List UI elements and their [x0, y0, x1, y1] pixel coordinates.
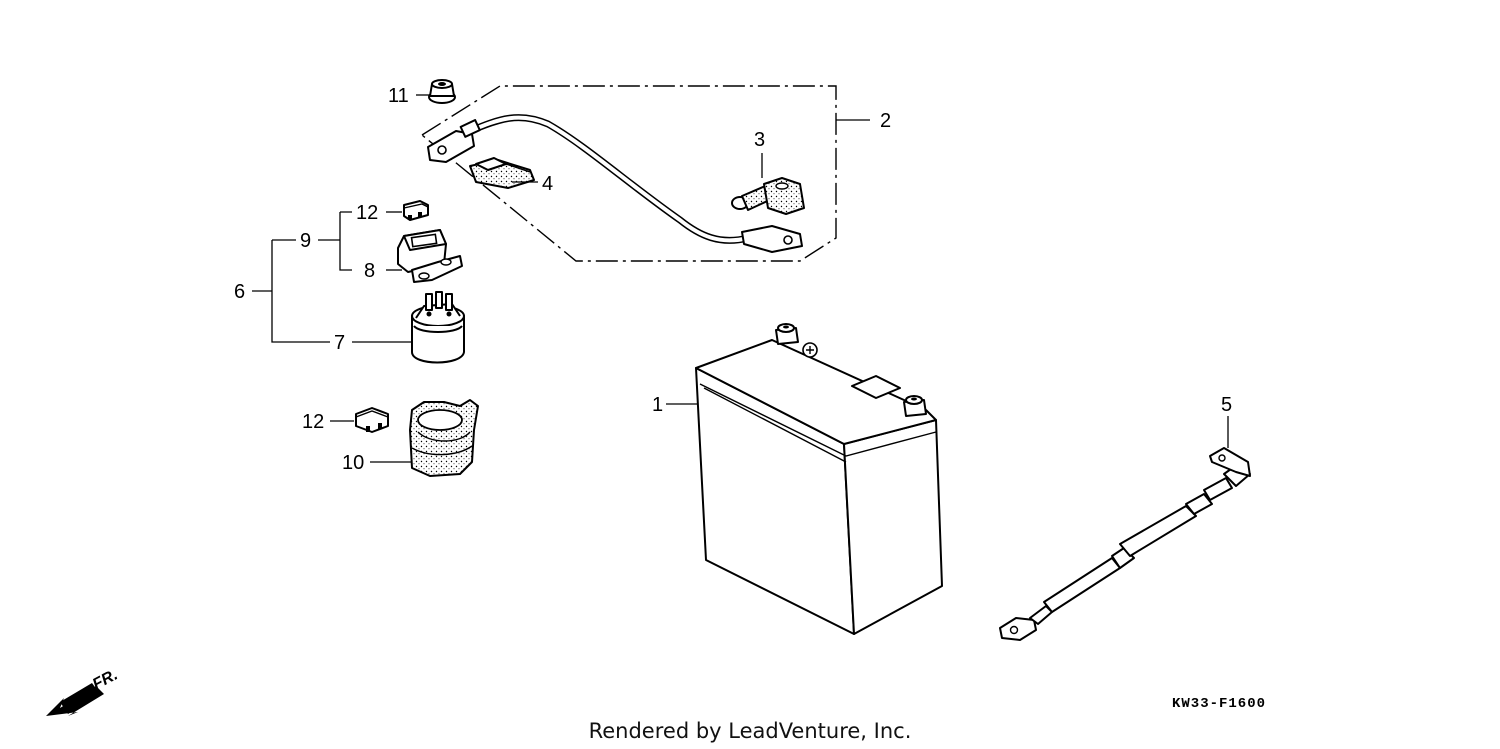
callout-7: 7 [334, 332, 345, 354]
positive-terminal-cover-part [731, 177, 805, 215]
relay-rubber-cover-part [409, 399, 479, 477]
flange-nut-part [428, 79, 456, 104]
cable-assembly-group [420, 85, 837, 262]
callout-6: 6 [234, 281, 245, 303]
negative-cable-part [999, 447, 1251, 641]
callout-11: 11 [388, 85, 409, 107]
fuse-lower-part [355, 407, 389, 433]
callout-4: 4 [542, 173, 553, 195]
callout-3: 3 [754, 129, 765, 151]
fuse-upper-part [403, 200, 429, 221]
callout-2: 2 [880, 110, 891, 132]
starter-relay-part [411, 291, 465, 364]
callout-5: 5 [1221, 394, 1232, 416]
callout-12-lower: 12 [302, 411, 324, 433]
leader-lines [252, 94, 1229, 463]
callout-12-upper: 12 [356, 202, 378, 224]
render-credit: Rendered by LeadVenture, Inc. [589, 719, 912, 743]
terminal-cover-part [469, 157, 535, 189]
callout-10: 10 [342, 452, 364, 474]
diagram-code: KW33-F1600 [1172, 696, 1266, 712]
relay-cover-part [397, 229, 463, 283]
cable-left-terminal [427, 119, 481, 163]
battery-part [695, 323, 943, 635]
callout-9: 9 [300, 230, 311, 252]
callout-labels: 1 2 3 4 5 6 7 8 9 10 11 12 12 [234, 85, 1232, 474]
callout-1: 1 [652, 394, 663, 416]
callout-8: 8 [364, 260, 375, 282]
front-direction-arrow-icon: FR. [46, 666, 121, 716]
cable-right-terminal [741, 225, 803, 253]
